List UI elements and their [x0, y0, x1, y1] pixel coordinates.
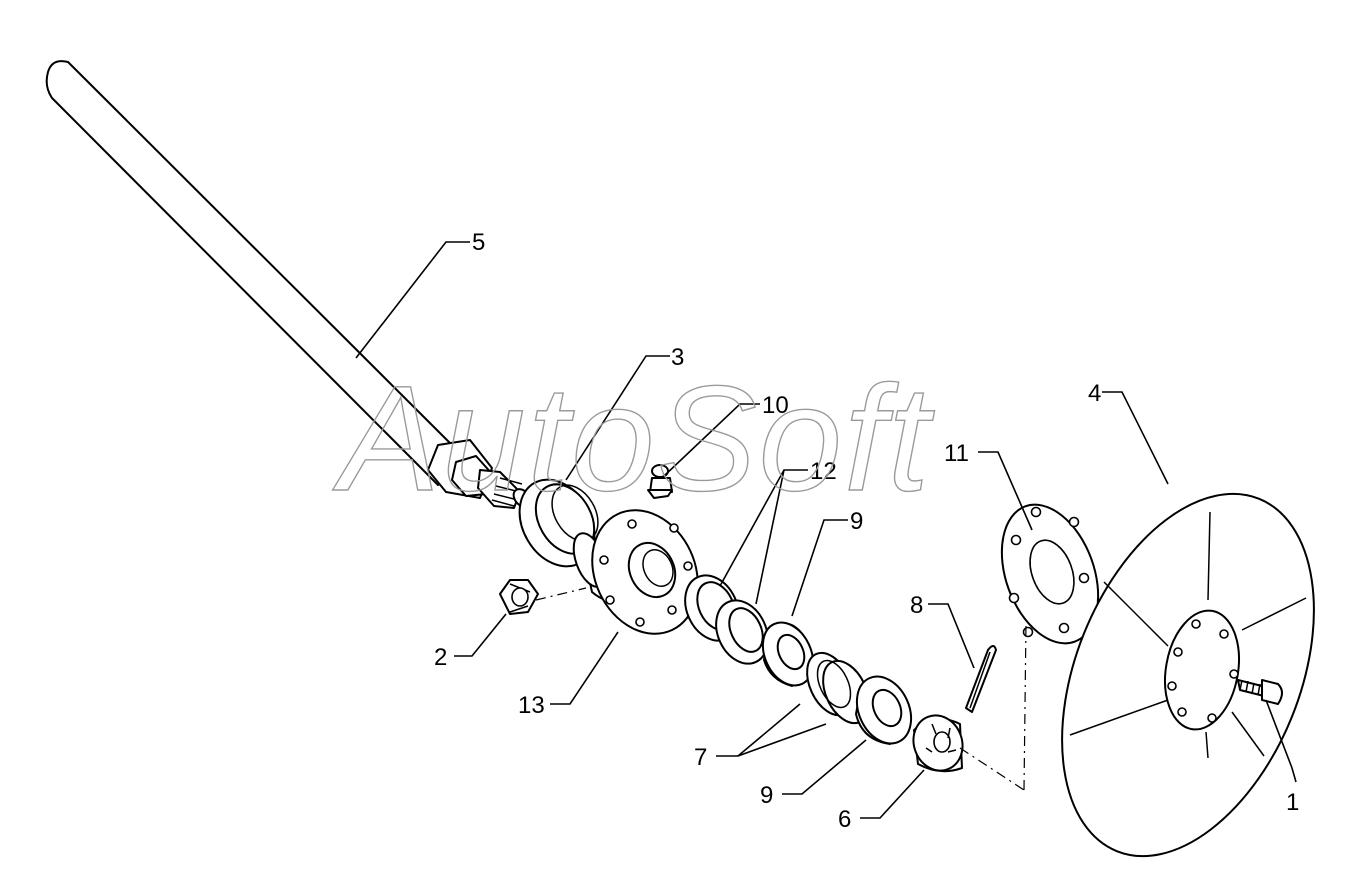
callout-8: 8 [910, 592, 923, 619]
bearing-inner [761, 621, 815, 687]
callout-4: 4 [1088, 380, 1101, 407]
lock-nut [499, 579, 539, 615]
disc-bolt [1237, 679, 1283, 705]
callout-7: 7 [694, 744, 707, 771]
cotter-pin [965, 645, 997, 713]
castle-nut [912, 714, 964, 773]
watermark-logo: AutoSoft [332, 354, 935, 522]
callout-2: 2 [434, 644, 447, 671]
callout-9-upper: 9 [850, 508, 863, 535]
callout-labels: 5 3 10 12 9 2 13 8 11 4 7 9 6 1 [434, 229, 1299, 833]
callout-1: 1 [1286, 789, 1299, 816]
bearing-outer [855, 675, 913, 745]
seal-ring-inner [715, 599, 769, 665]
callout-5: 5 [472, 229, 485, 256]
callout-3: 3 [671, 344, 684, 371]
callout-12: 12 [810, 458, 837, 485]
flange-plate [1000, 503, 1100, 645]
callout-leaders [355, 241, 1297, 819]
callout-9-lower: 9 [760, 782, 773, 809]
grease-nipple [647, 464, 673, 499]
callout-11: 11 [944, 440, 969, 467]
callout-6: 6 [838, 806, 851, 833]
assembly-center-lines [535, 587, 1027, 791]
wheel-hub [572, 509, 699, 635]
harrow-disc [1061, 492, 1315, 858]
callout-13: 13 [518, 692, 545, 719]
callout-10: 10 [762, 392, 789, 419]
